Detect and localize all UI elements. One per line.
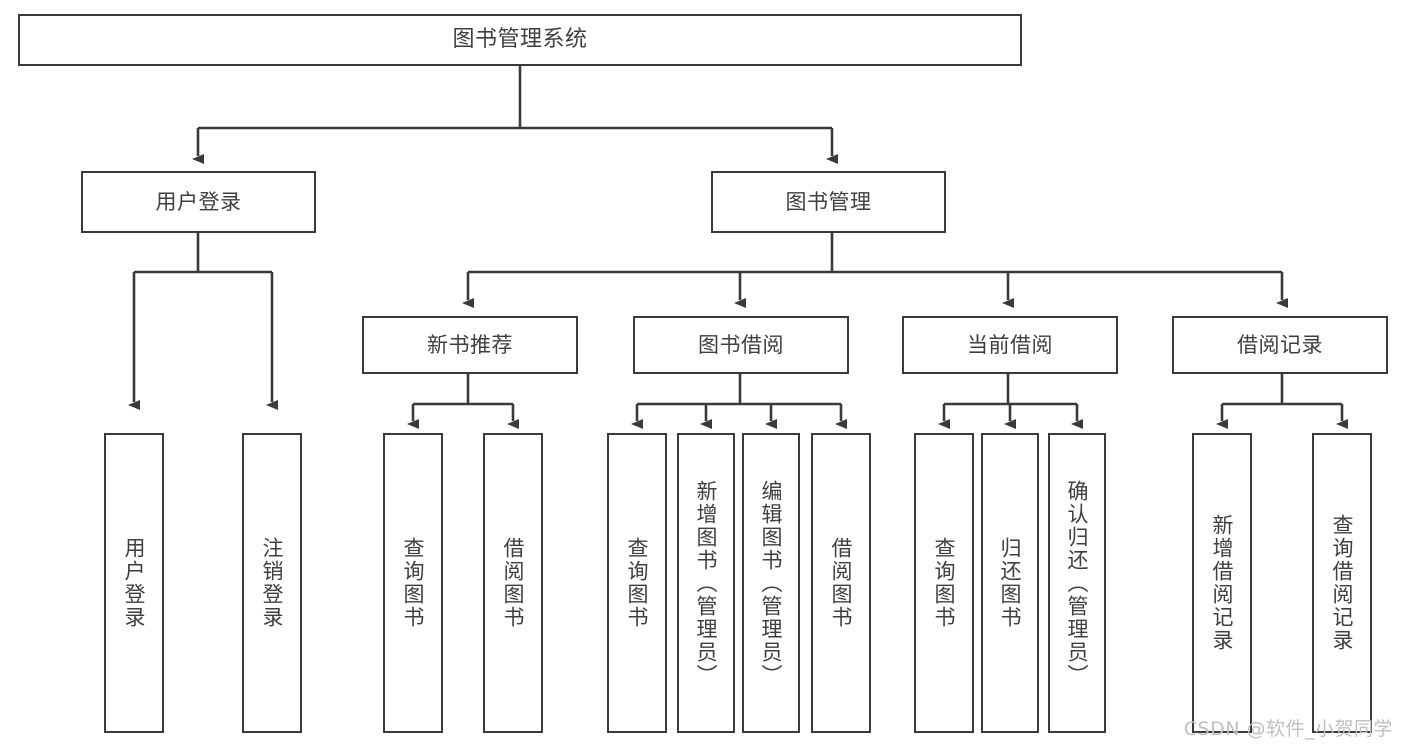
node-leaf-new-book-borrow[interactable]: 借阅图书 xyxy=(483,433,543,733)
node-leaf-book-borrow-edit[interactable]: 编辑图书（管理员） xyxy=(742,433,800,733)
node-leaf-new-book-query[interactable]: 查询图书 xyxy=(383,433,443,733)
node-leaf-user-login-logout[interactable]: 注销登录 xyxy=(242,433,302,733)
node-label: 用户登录 xyxy=(122,537,147,629)
node-label: 查询图书 xyxy=(625,537,650,629)
node-leaf-current-borrow-confirm-return[interactable]: 确认归还（管理员） xyxy=(1048,433,1106,733)
node-label: 图书借阅 xyxy=(698,332,784,357)
node-leaf-book-borrow-borrow[interactable]: 借阅图书 xyxy=(811,433,871,733)
node-label: 新增借阅记录 xyxy=(1210,514,1235,652)
node-label: 查询借阅记录 xyxy=(1330,514,1355,652)
node-leaf-current-borrow-query[interactable]: 查询图书 xyxy=(914,433,974,733)
node-label: 归还图书 xyxy=(998,537,1023,629)
node-label: 编辑图书（管理员） xyxy=(759,479,784,687)
node-book-management[interactable]: 图书管理 xyxy=(711,171,946,233)
node-label: 用户登录 xyxy=(155,189,242,214)
node-new-book-recommend[interactable]: 新书推荐 xyxy=(362,316,578,374)
node-label: 新增图书（管理员） xyxy=(694,479,719,687)
node-leaf-book-borrow-query[interactable]: 查询图书 xyxy=(607,433,667,733)
node-label: 当前借阅 xyxy=(967,332,1053,357)
node-label: 确认归还（管理员） xyxy=(1065,479,1090,687)
node-label: 借阅图书 xyxy=(829,537,854,629)
node-label: 借阅图书 xyxy=(501,537,526,629)
node-label: 图书管理 xyxy=(785,189,872,214)
node-label: 注销登录 xyxy=(260,537,285,629)
node-leaf-book-borrow-add[interactable]: 新增图书（管理员） xyxy=(677,433,735,733)
node-root-book-management-system[interactable]: 图书管理系统 xyxy=(18,14,1022,66)
node-user-login[interactable]: 用户登录 xyxy=(81,171,316,233)
node-label: 查询图书 xyxy=(932,537,957,629)
node-borrow-record[interactable]: 借阅记录 xyxy=(1172,316,1388,374)
node-leaf-user-login-login[interactable]: 用户登录 xyxy=(104,433,164,733)
node-label: 查询图书 xyxy=(401,537,426,629)
node-leaf-borrow-record-query[interactable]: 查询借阅记录 xyxy=(1312,433,1372,733)
node-leaf-current-borrow-return[interactable]: 归还图书 xyxy=(981,433,1039,733)
node-book-borrow[interactable]: 图书借阅 xyxy=(633,316,849,374)
node-label: 新书推荐 xyxy=(427,332,513,357)
node-current-borrow[interactable]: 当前借阅 xyxy=(902,316,1118,374)
node-leaf-borrow-record-add[interactable]: 新增借阅记录 xyxy=(1192,433,1252,733)
node-label: 借阅记录 xyxy=(1237,332,1323,357)
csdn-watermark: CSDN @软件_小贺同学 xyxy=(1183,718,1393,740)
node-label: 图书管理系统 xyxy=(452,27,588,53)
